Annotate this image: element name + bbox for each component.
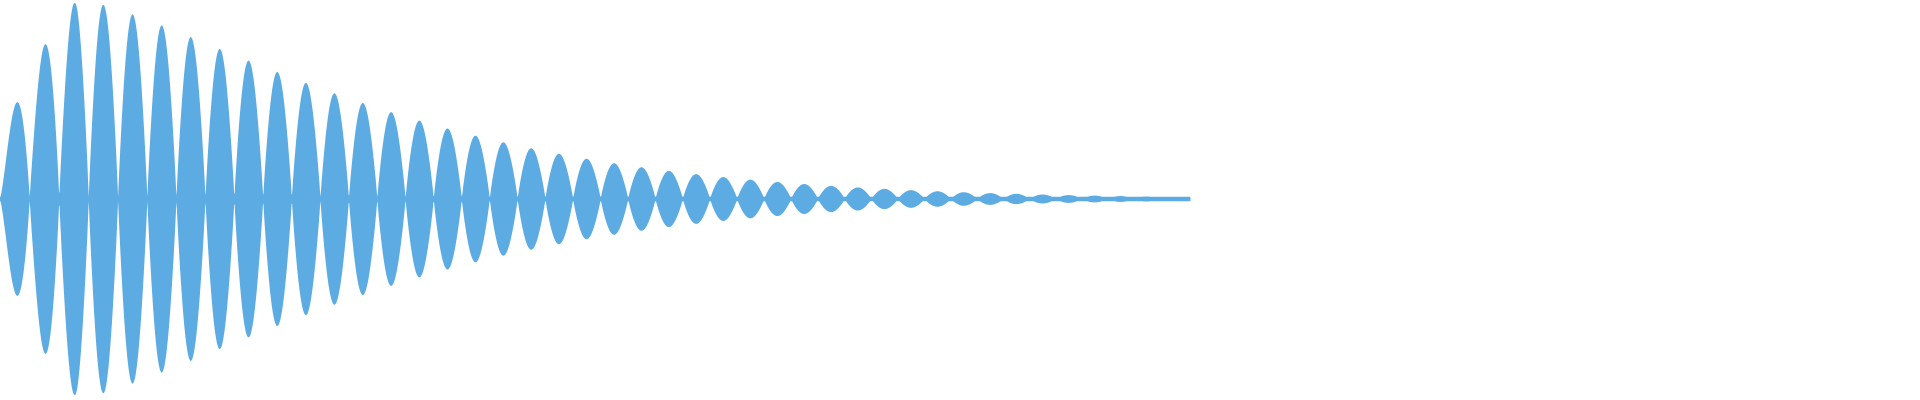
waveform-shape <box>0 2 1191 396</box>
